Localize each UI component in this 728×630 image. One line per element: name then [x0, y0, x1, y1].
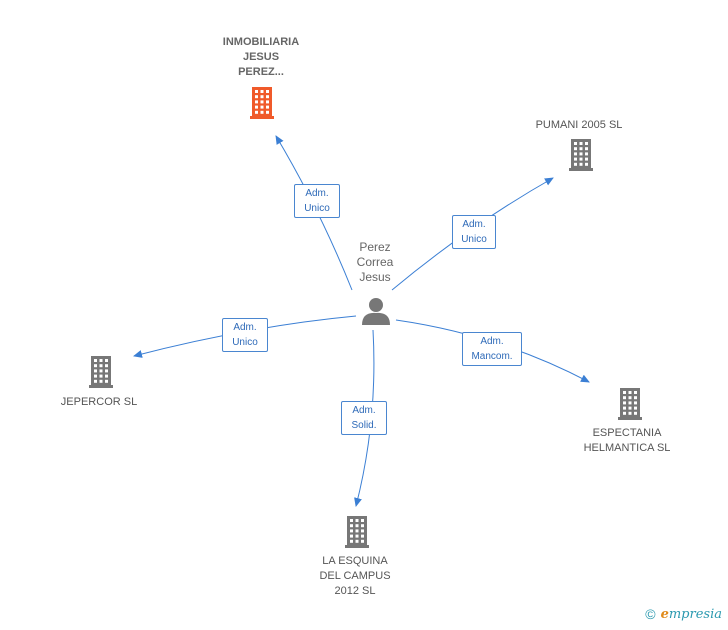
edge-label-jepercor: Adm. Unico [222, 318, 268, 352]
icons-layer [89, 87, 642, 548]
edge-label-espectania: Adm. Mancom. [462, 332, 522, 366]
brand-logo[interactable]: empresia [660, 606, 722, 622]
footer-brand: © empresia [645, 606, 722, 622]
building-icon-jepercor[interactable] [89, 356, 113, 388]
node-label-espectania[interactable]: ESPECTANIA HELMANTICA SL [583, 427, 671, 454]
node-label-jepercor[interactable]: JEPERCOR SL [60, 396, 138, 408]
edge-label-esquina: Adm. Solid. [341, 401, 387, 435]
building-icon-esquina[interactable] [345, 516, 369, 548]
edge-label-inmobiliaria: Adm. Unico [294, 184, 340, 218]
edge-label-pumani: Adm. Unico [452, 215, 496, 249]
node-label-pumani[interactable]: PUMANI 2005 SL [535, 119, 623, 131]
building-icon-inmobiliaria[interactable] [250, 87, 274, 119]
person-icon[interactable] [362, 298, 390, 325]
edges-layer [133, 135, 590, 507]
person-label[interactable]: Perez Correa Jesus [356, 240, 394, 284]
building-icon-espectania[interactable] [618, 388, 642, 420]
copyright-icon: © [645, 606, 656, 622]
node-label-esquina[interactable]: LA ESQUINA DEL CAMPUS 2012 SL [319, 555, 391, 597]
building-icon-pumani[interactable] [569, 139, 593, 171]
node-label-inmobiliaria[interactable]: INMOBILIARIA JESUS PEREZ... [222, 36, 300, 78]
